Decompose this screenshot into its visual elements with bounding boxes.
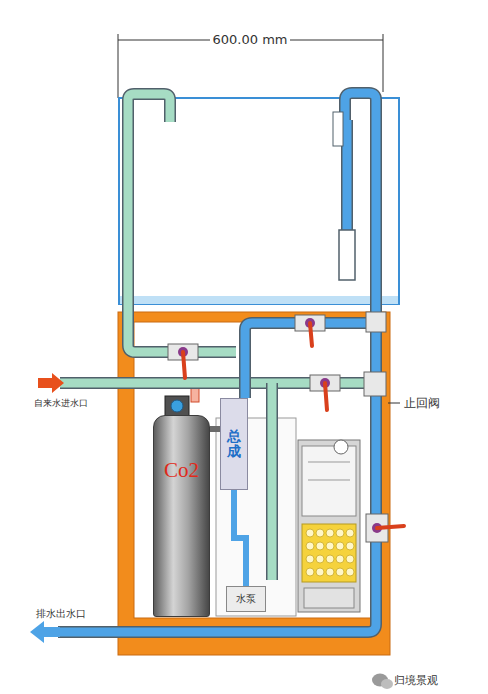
drain-arrow: [30, 621, 60, 643]
assembly-box: 总成: [220, 398, 248, 490]
node-text: 水泵: [236, 592, 256, 606]
co2-cylinder: Co2: [153, 415, 210, 617]
leader-line: [388, 403, 400, 404]
filter-base: [304, 588, 354, 608]
pipe-connector: [234, 490, 246, 586]
filter-line: [308, 462, 350, 463]
co2-gauge: [171, 400, 183, 412]
filter-top: [302, 446, 356, 516]
watermark: 归境景观: [394, 673, 438, 688]
node-text: Co2: [164, 458, 199, 483]
co2-regulator: [165, 396, 189, 416]
callout-label: 止回阀: [404, 395, 440, 412]
tank-bottom: [120, 296, 398, 304]
inlet-label: 自来水进水口: [34, 397, 88, 410]
cabinet-inner: [134, 322, 374, 618]
intake-strainer: [339, 230, 355, 280]
pipes: [58, 93, 376, 632]
bio-media: [302, 524, 356, 582]
filter-port: [334, 440, 348, 454]
outlet-nozzle: [333, 112, 343, 146]
inlet-arrow: [38, 373, 64, 393]
stand: [216, 418, 296, 616]
filter-line: [308, 480, 350, 481]
filter-canister: [298, 440, 360, 612]
node-text: 总成: [227, 429, 241, 460]
tank: [119, 98, 399, 304]
watermark-icon: [372, 674, 393, 690]
pump-box: 水泵: [226, 586, 266, 612]
pipe-connector: [210, 426, 220, 432]
bio-balls: [306, 529, 354, 576]
valves: [168, 312, 404, 542]
drain-label: 排水出水口: [36, 607, 86, 621]
dimension-label: 600.00 mm: [210, 32, 291, 47]
cabinet: [118, 312, 390, 655]
